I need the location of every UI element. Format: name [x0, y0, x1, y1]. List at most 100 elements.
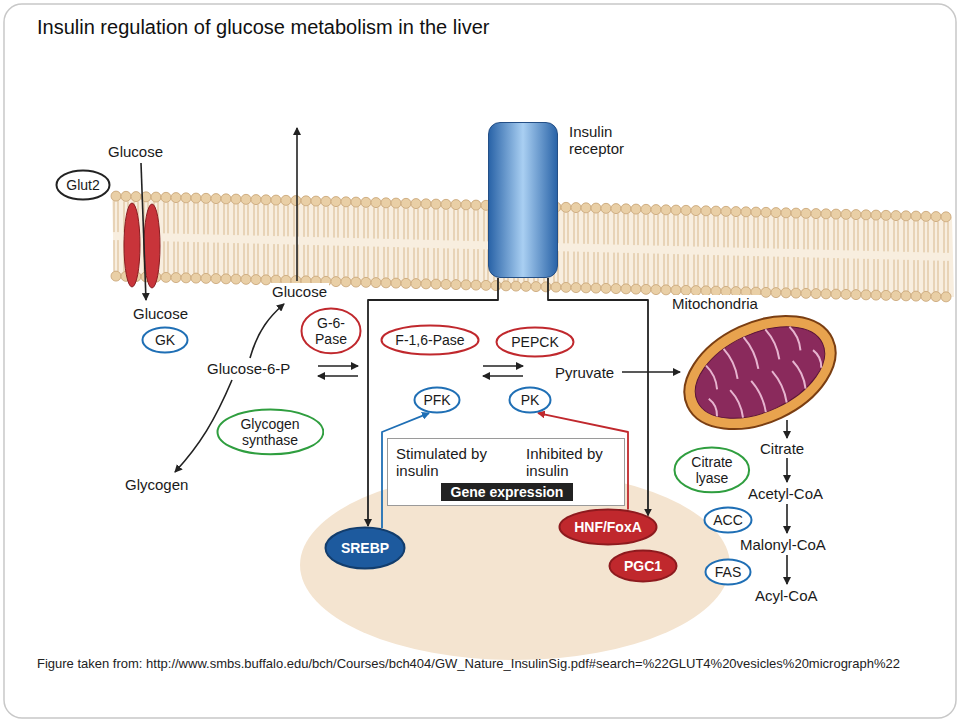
- lipid-head: [611, 284, 621, 294]
- lipid-tail: [718, 255, 719, 286]
- lipid-head: [921, 291, 931, 301]
- lipid-head: [541, 282, 551, 292]
- receptor-label: Insulin receptor: [569, 123, 624, 158]
- lipid-tail: [744, 217, 745, 248]
- figure-part: G-6-Pase: [300, 307, 362, 355]
- lipid-tail: [274, 244, 275, 275]
- figure-part: Insulin receptor: [569, 123, 624, 158]
- lipid-tail: [778, 218, 779, 249]
- lipid-tail: [478, 210, 479, 241]
- lipid-tail: [438, 209, 439, 240]
- lipid-tail: [424, 248, 425, 279]
- lipid-tail: [454, 249, 455, 280]
- lipid-head: [291, 196, 301, 206]
- lipid-tail: [744, 256, 745, 287]
- lipid-tail: [704, 216, 705, 247]
- lipid-head: [271, 195, 281, 205]
- crista: [813, 349, 823, 368]
- lipid-tail: [314, 245, 315, 276]
- lipid-tail: [218, 204, 219, 235]
- lipid-tail: [424, 209, 425, 240]
- figure-part: PFK: [413, 386, 461, 414]
- mitochondrion-drawing: [675, 310, 845, 435]
- lipid-tail: [908, 221, 909, 252]
- lipid-head: [471, 200, 481, 210]
- node-text: PK: [521, 392, 540, 408]
- lipid-head: [341, 197, 351, 207]
- crista: [765, 328, 781, 359]
- oval: [705, 508, 752, 533]
- lipid-tail: [898, 221, 899, 252]
- enzyme-oval: ACC: [703, 506, 753, 534]
- lipid-tail: [324, 206, 325, 237]
- lipid-tail: [324, 245, 325, 276]
- oval: [497, 328, 574, 357]
- lipid-head: [391, 278, 401, 288]
- lipid-head: [371, 278, 381, 288]
- lipid-head: [801, 208, 811, 218]
- lipid-tail: [308, 206, 309, 237]
- lipid-tail: [784, 257, 785, 288]
- lipid-head: [801, 288, 811, 298]
- lipid-tail: [234, 243, 235, 274]
- lipid-head: [411, 279, 421, 289]
- figure-part: GK: [155, 332, 175, 348]
- lipid-tail: [818, 219, 819, 250]
- lipid-tail: [904, 260, 905, 291]
- lipid-head: [631, 284, 641, 294]
- lipid-head: [571, 283, 581, 293]
- lipid-head: [471, 280, 481, 290]
- lipid-head: [461, 280, 471, 290]
- lipid-head: [201, 193, 211, 203]
- lipid-head: [931, 292, 941, 302]
- lipid-tail: [778, 257, 779, 288]
- lipid-tail: [748, 256, 749, 287]
- lipid-tail: [574, 252, 575, 283]
- lipid-tail: [458, 210, 459, 241]
- glut2-transporter: [124, 203, 140, 287]
- lipid-head: [791, 208, 801, 218]
- key-text: Inhibited by insulin: [526, 445, 618, 480]
- lipid-head: [551, 282, 561, 292]
- lipid-head: [161, 272, 171, 282]
- lipid-tail: [934, 222, 935, 253]
- oval: [381, 326, 478, 355]
- lipid-head: [151, 192, 161, 202]
- oval: [610, 551, 677, 582]
- lipid-tail: [768, 256, 769, 287]
- crista: [772, 370, 789, 402]
- lipid-tail: [468, 249, 469, 280]
- lipid-head: [611, 204, 621, 214]
- lipid-tail: [294, 245, 295, 276]
- lipid-tail: [258, 244, 259, 275]
- figure-part: PGC1: [608, 549, 678, 583]
- lipid-head: [921, 211, 931, 221]
- lipid-head: [931, 212, 941, 222]
- lipid-head: [251, 275, 261, 285]
- lipid-head: [421, 199, 431, 209]
- lipid-tail: [798, 218, 799, 249]
- node-text: HNF/FoxA: [574, 519, 642, 535]
- lipid-head: [671, 205, 681, 215]
- lipid-tail: [688, 254, 689, 285]
- pathway-arrow: [786, 504, 788, 533]
- lipid-tail: [638, 253, 639, 284]
- lipid-head: [791, 288, 801, 298]
- lipid-tail: [414, 209, 415, 240]
- gene-expression-band: Gene expression: [441, 483, 574, 501]
- lipid-head: [421, 279, 431, 289]
- lipid-head: [331, 197, 341, 207]
- figure-part: Citrate lyase: [686, 454, 738, 486]
- lipid-tail: [714, 255, 715, 286]
- oval: [57, 171, 110, 200]
- lipid-tail: [668, 215, 669, 246]
- figure-part: Glut2: [66, 177, 99, 193]
- lipid-head: [431, 199, 441, 209]
- lipid-tail: [384, 208, 385, 239]
- pathway-arrow: [786, 555, 788, 584]
- enzyme-oval: F-1,6-Pase: [380, 324, 480, 356]
- lipid-tail: [354, 246, 355, 277]
- metabolite-label: Glucose: [133, 305, 188, 322]
- node-text: PFK: [423, 392, 450, 408]
- lipid-tail: [358, 246, 359, 277]
